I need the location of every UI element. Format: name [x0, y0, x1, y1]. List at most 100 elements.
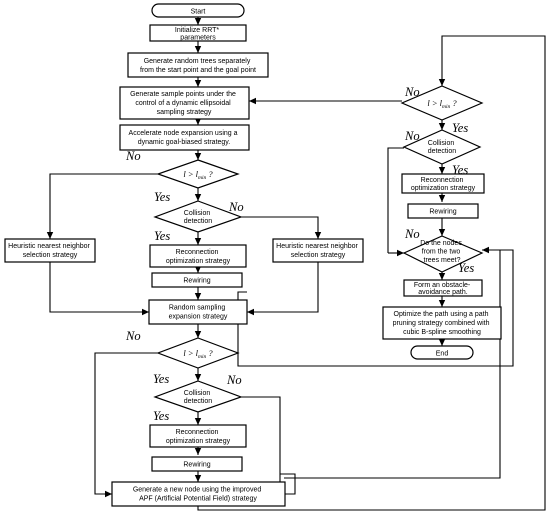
init-line-2: parameters: [180, 35, 216, 42]
accelerate-line-1: Accelerate node expansion using a: [129, 130, 238, 137]
no-label-collision2: No: [226, 373, 242, 387]
svg-text:Collision detection: Collision detection: [428, 140, 457, 155]
no-label-collision1: No: [228, 200, 244, 214]
condition-3-main: l > l: [427, 98, 442, 108]
heuristic-right-box: Heuristic nearest neighbor selection str…: [272, 238, 364, 263]
svg-text:Generate a new node using the: Generate a new node using the improved A…: [133, 487, 263, 503]
condition-3-tail: ?: [450, 98, 457, 108]
svg-text:l > lmin ?: l > lmin ?: [183, 348, 213, 360]
svg-text:Collision detection: Collision detection: [184, 210, 213, 225]
svg-text:l > lmin ?: l > lmin ?: [183, 169, 213, 181]
reconnection-box-3: Reconnection optimization strategy: [401, 173, 485, 194]
condition-3-sub: min: [442, 104, 451, 110]
apf-line-1: Generate a new node using the improved: [133, 487, 262, 494]
condition-2-sub: min: [198, 354, 207, 360]
gen-samples-line-2: control of a dynamic ellipsoidal: [135, 100, 231, 107]
svg-text:Form an obstacle- avoida: Form an obstacle- avoidance path.: [414, 282, 472, 296]
condition-diamond-1: l > lmin ?: [156, 159, 240, 189]
gen-trees-line-2: from the start point and the goal point: [140, 67, 256, 74]
condition-1-tail: ?: [206, 169, 213, 179]
reconnection-box-1: Reconnection optimization strategy: [149, 244, 247, 268]
yes-label-collision3: Yes: [452, 163, 468, 177]
no-label-meet: No: [404, 227, 420, 241]
meet-line-1: Do the nodes: [420, 240, 462, 247]
gen-samples-line-1: Generate sample points under the: [130, 91, 236, 98]
condition-2-main: l > l: [183, 348, 198, 358]
no-label-collision3: No: [404, 129, 420, 143]
collision-3-line-2: detection: [428, 148, 457, 155]
reconnection-3-line-2: optimization strategy: [411, 185, 476, 192]
svg-text:Collision detection: Collision detection: [184, 390, 213, 405]
accelerate-line-2: dynamic goal-biased strategy.: [138, 139, 231, 146]
reconnection-3-line-1: Reconnection: [421, 177, 464, 184]
gen-trees-box: Generate random trees separately from th…: [127, 52, 269, 78]
apf-box: Generate a new node using the improved A…: [111, 481, 286, 507]
yes-label-collision2: Yes: [153, 409, 169, 423]
gen-samples-box: Generate sample points under the control…: [119, 86, 250, 120]
svg-text:Optimize the path using a path: Optimize the path using a path pruning s…: [393, 311, 492, 336]
svg-text:Reconnection optimizatio: Reconnection optimization strategy: [166, 429, 231, 445]
condition-1-sub: min: [198, 175, 207, 181]
reconnection-2-line-2: optimization strategy: [166, 438, 231, 445]
init-line-1: Initialize RRT*: [175, 27, 219, 34]
svg-text:Heuristic nearest neighbor: Heuristic nearest neighbor selection str…: [8, 243, 92, 259]
rewiring-2-label: Rewiring: [183, 462, 210, 469]
meet-line-2: from the two: [422, 249, 461, 256]
collision-diamond-2: Collision detection: [153, 380, 243, 413]
heuristic-right-line-1: Heuristic nearest neighbor: [276, 243, 358, 250]
collision-1-line-2: detection: [184, 218, 213, 225]
branch-labels: No Yes No Yes No Yes No Yes No Yes No Ye…: [125, 85, 474, 423]
svg-text:Accelerate node expansion usin: Accelerate node expansion using a dynami…: [129, 130, 240, 146]
heuristic-left-line-1: Heuristic nearest neighbor: [8, 243, 90, 250]
obstacle-path-box: Form an obstacle- avoidance path.: [403, 279, 483, 297]
svg-text:Do the nodes from the tw: Do the nodes from the two trees meet?: [420, 240, 464, 264]
random-sampling-line-2: expansion strategy: [169, 314, 228, 321]
reconnection-1-line-1: Reconnection: [176, 249, 219, 256]
collision-1-line-1: Collision: [184, 210, 211, 217]
optimize-line-2: pruning strategy combined with: [393, 320, 490, 327]
svg-text:Generate sample points under t: Generate sample points under the control…: [130, 91, 238, 116]
rewiring-3-label: Rewiring: [429, 209, 456, 216]
accelerate-box: Accelerate node expansion using a dynami…: [119, 124, 250, 151]
yes-label-cond3: Yes: [452, 121, 468, 135]
collision-diamond-3: Collision detection: [402, 129, 482, 165]
connectors: [46, 17, 546, 511]
reconnection-1-line-2: optimization strategy: [166, 258, 231, 265]
no-label-cond3: No: [404, 85, 420, 99]
svg-text:Reconnection optimizatio: Reconnection optimization strategy: [411, 177, 476, 192]
start-terminal: Start: [151, 3, 245, 18]
heuristic-right-line-2: selection strategy: [291, 252, 346, 259]
end-terminal: End: [410, 345, 474, 360]
start-label: Start: [191, 8, 206, 15]
no-label-cond1: No: [125, 149, 141, 163]
condition-1-main: l > l: [183, 169, 198, 179]
yes-label-meet: Yes: [458, 261, 474, 275]
rewiring-1-label: Rewiring: [183, 278, 210, 285]
no-label-cond2: No: [125, 329, 141, 343]
yes-label-cond2: Yes: [153, 372, 169, 386]
heuristic-left-box: Heuristic nearest neighbor selection str…: [4, 238, 96, 263]
reconnection-2-line-1: Reconnection: [176, 429, 219, 436]
condition-diamond-3: l > lmin ?: [400, 85, 484, 121]
svg-text:l > lmin ?: l > lmin ?: [427, 98, 457, 110]
condition-2-tail: ?: [206, 348, 213, 358]
apf-line-2: APF (Artificial Potential Field) strateg…: [139, 496, 257, 503]
random-sampling-line-1: Random sampling: [169, 305, 226, 312]
svg-text:Initialize RRT* paramete: Initialize RRT* parameters: [175, 27, 221, 42]
optimize-line-3: cubic B-spline smoothing: [403, 329, 481, 336]
heuristic-left-line-2: selection strategy: [23, 252, 78, 259]
svg-text:Reconnection optimizatio: Reconnection optimization strategy: [166, 249, 231, 265]
rewiring-box-3: Rewiring: [407, 203, 479, 219]
obstacle-path-line-2: avoidance path.: [418, 289, 467, 296]
gen-trees-line-1: Generate random trees separately: [144, 58, 251, 65]
rewiring-box-1: Rewiring: [151, 272, 243, 288]
gen-samples-line-3: sampling strategy: [157, 109, 212, 116]
end-label: End: [436, 350, 449, 357]
reconnection-box-2: Reconnection optimization strategy: [149, 424, 247, 448]
svg-text:Generate random trees separate: Generate random trees separately from th…: [140, 58, 256, 74]
svg-text:Heuristic nearest neighbor: Heuristic nearest neighbor selection str…: [276, 243, 360, 259]
svg-text:Random sampling expansio: Random sampling expansion strategy: [169, 305, 228, 321]
optimize-path-box: Optimize the path using a path pruning s…: [382, 306, 502, 340]
init-box: Initialize RRT* parameters: [149, 24, 247, 42]
